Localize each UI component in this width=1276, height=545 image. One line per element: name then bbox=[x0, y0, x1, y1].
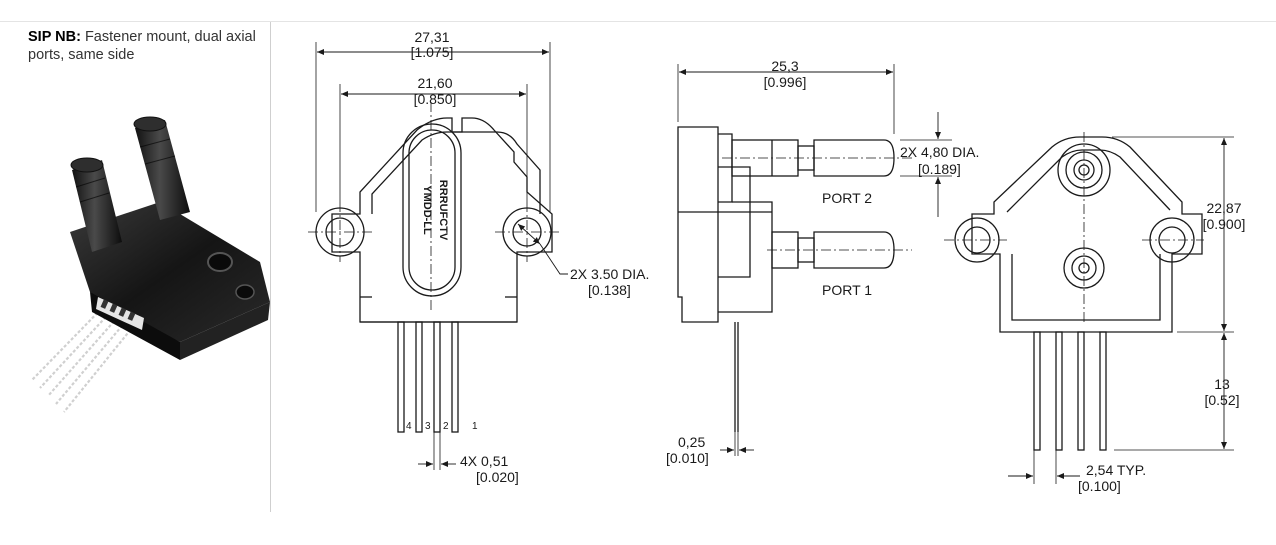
front-pin-2: 2 bbox=[443, 421, 449, 432]
front-overall-width-in: [1.075] bbox=[411, 44, 454, 60]
photo-leads bbox=[31, 301, 141, 413]
back-height-in: [0.900] bbox=[1203, 216, 1246, 232]
side-port-dia: 2X 4,80 DIA. bbox=[900, 144, 979, 160]
side-view-text: 25,3 [0.996] 2X 4,80 DIA. [0.189] PORT 2… bbox=[666, 58, 979, 466]
product-panel: SIP NB: Fastener mount, dual axial ports… bbox=[0, 22, 270, 512]
back-view bbox=[944, 132, 1234, 484]
back-view-text: 22,87 [0.900] 13 [0.52] 2,54 TYP. [0.100… bbox=[1078, 200, 1245, 494]
front-hole-spacing: 21,60 bbox=[417, 75, 452, 91]
front-hole-dia-in: [0.138] bbox=[588, 282, 631, 298]
front-pin-3: 3 bbox=[425, 421, 431, 432]
dimension-drawing: 27,31 [1.075] 21,60 [0.850] 2X 3.50 DIA.… bbox=[308, 29, 1245, 494]
side-length: 25,3 bbox=[771, 58, 798, 74]
product-caption: SIP NB: Fastener mount, dual axial ports… bbox=[28, 28, 264, 64]
front-pins bbox=[397, 321, 459, 433]
front-view bbox=[308, 42, 568, 470]
back-body-outline bbox=[971, 136, 1203, 333]
product-description: Fastener mount, dual axial ports, same s… bbox=[28, 29, 256, 63]
side-pin-thickness: 0,25 bbox=[678, 434, 705, 450]
side-body bbox=[677, 126, 719, 323]
side-port-2-label: PORT 2 bbox=[822, 190, 872, 206]
back-pin-length-in: [0.52] bbox=[1204, 392, 1239, 408]
side-port-1-label: PORT 1 bbox=[822, 282, 872, 298]
front-overall-width: 27,31 bbox=[414, 29, 449, 45]
front-pin-1: 1 bbox=[472, 421, 478, 432]
front-hole-spacing-in: [0.850] bbox=[414, 91, 457, 107]
front-label-line1: RRRUFCTV bbox=[437, 180, 449, 241]
front-pin-width-in: [0.020] bbox=[476, 469, 519, 485]
front-label-line2: YMDD-LL bbox=[421, 185, 433, 235]
photo-port-right bbox=[135, 120, 190, 220]
back-pin-length: 13 bbox=[1214, 376, 1230, 392]
top-rule bbox=[0, 21, 1276, 22]
back-pins bbox=[1033, 331, 1107, 451]
side-length-in: [0.996] bbox=[764, 74, 807, 90]
back-pitch-in: [0.100] bbox=[1078, 478, 1121, 494]
back-pitch: 2,54 TYP. bbox=[1086, 462, 1146, 478]
side-view bbox=[677, 64, 952, 456]
product-photo bbox=[31, 116, 270, 413]
panel-divider bbox=[270, 22, 271, 512]
photo-port-left bbox=[72, 160, 122, 252]
front-label-oval bbox=[408, 129, 456, 291]
front-pin-4: 4 bbox=[406, 421, 412, 432]
side-pin-thickness-in: [0.010] bbox=[666, 450, 709, 466]
front-pin-width: 4X 0,51 bbox=[460, 453, 508, 469]
product-title: SIP NB: bbox=[28, 29, 81, 45]
front-hole-dia: 2X 3.50 DIA. bbox=[570, 266, 649, 282]
back-height: 22,87 bbox=[1206, 200, 1241, 216]
front-view-text: 27,31 [1.075] 21,60 [0.850] 2X 3.50 DIA.… bbox=[406, 29, 649, 485]
side-port-dia-in: [0.189] bbox=[918, 161, 961, 177]
